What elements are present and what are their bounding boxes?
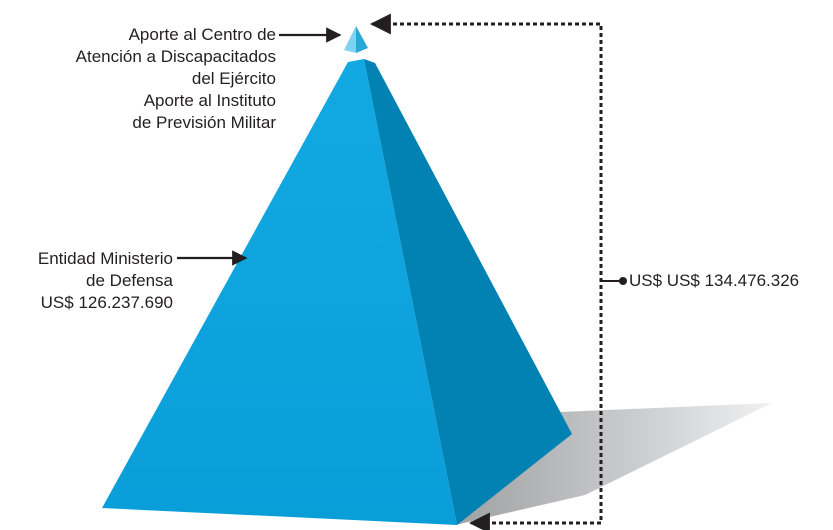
apex-label-line: del Ejército xyxy=(191,69,276,88)
apex-label-line: Atención a Discapacitados xyxy=(75,47,276,66)
apex-contributions-label: Aporte al Centro de Atención a Discapaci… xyxy=(76,24,276,134)
apex-tip-left xyxy=(344,26,356,53)
pyramid-left-face xyxy=(102,59,457,525)
apex-label-line: Aporte al Instituto xyxy=(143,91,276,110)
total-amount-label: US$ US$ 134.476.326 xyxy=(629,271,800,290)
ministry-entity-label: Entidad Ministerio de Defensa US$ 126.23… xyxy=(38,248,173,314)
ministry-label-line: Entidad Ministerio xyxy=(37,249,173,268)
pyramid-shadow xyxy=(455,403,772,525)
ministry-label-line: de Defensa xyxy=(86,271,173,290)
apex-label-line: de Previsión Militar xyxy=(132,113,276,132)
total-connector-dot xyxy=(619,277,627,285)
apex-tip-right xyxy=(356,26,368,53)
total-bracket xyxy=(369,13,603,530)
apex-label-line: Aporte al Centro de xyxy=(128,25,276,44)
ministry-amount: US$ 126.237.690 xyxy=(40,293,173,312)
